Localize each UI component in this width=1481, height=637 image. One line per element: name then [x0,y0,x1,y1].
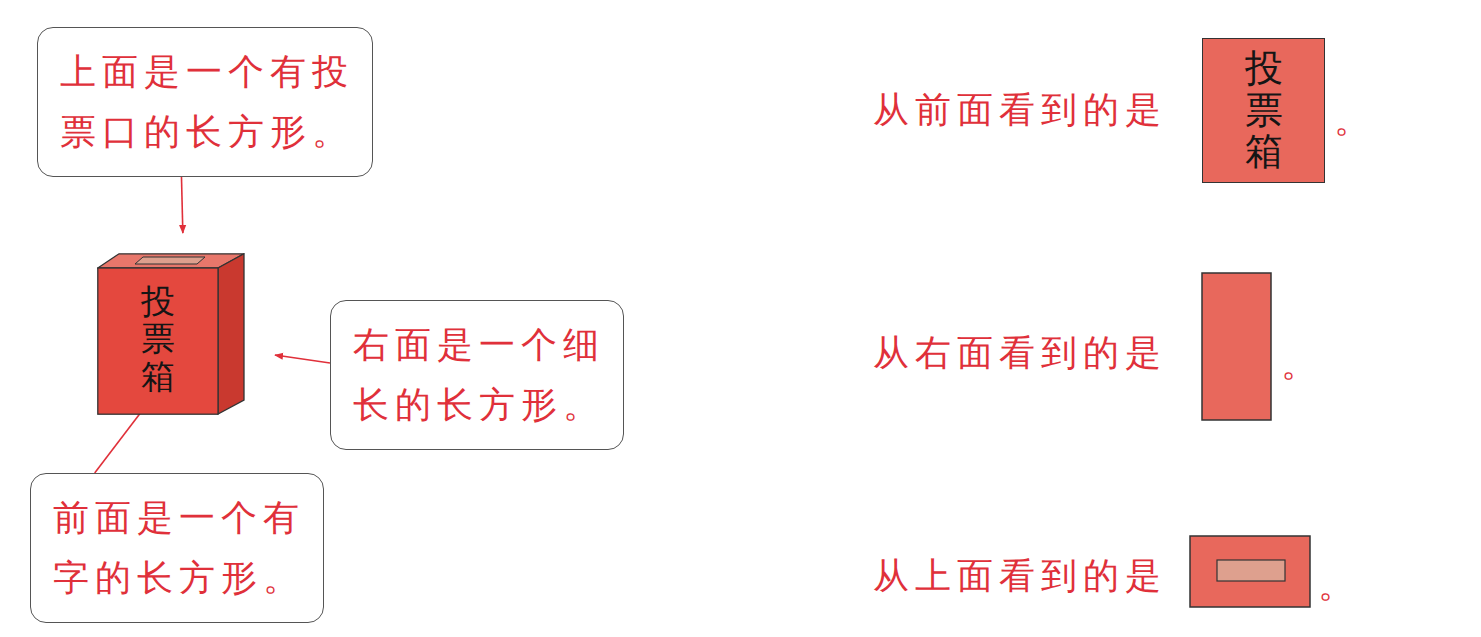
callout-text: 上面是一个有投票口的长方形。 [60,42,356,162]
callout-box: 前面是一个有字的长方形。 [30,473,324,623]
callout-arrow [181,177,182,233]
view-sentence: 从右面看到的是 [873,331,1167,374]
callout-box: 上面是一个有投票口的长方形。 [37,27,373,177]
period-mark: 。 [1334,98,1376,141]
ballot-box: 投票箱 [97,253,245,415]
top-view-rect [1190,536,1310,607]
callout-text: 前面是一个有字的长方形。 [53,488,307,608]
front-view-text: 投票箱 [1245,48,1283,173]
period-mark: 。 [1318,563,1360,606]
view-sentence: 从上面看到的是 [873,554,1167,597]
callout-box: 右面是一个细长的长方形。 [330,300,624,450]
right-view-rect [1202,273,1271,420]
period-mark: 。 [1281,342,1323,385]
box-label: 投票箱 [141,283,175,395]
callout-text: 右面是一个细长的长方形。 [353,315,607,435]
top-view-slot [1217,560,1285,581]
front-view-rect: 投票箱 [1202,38,1325,183]
view-sentence: 从前面看到的是 [873,88,1167,131]
callout-arrow [275,355,330,363]
